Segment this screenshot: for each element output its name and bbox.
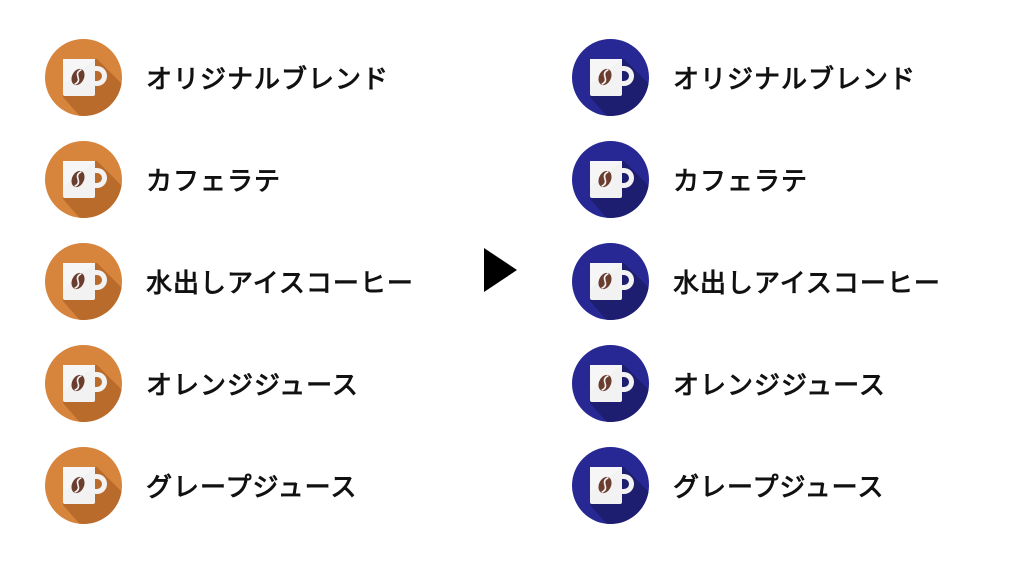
coffee-cup-icon <box>45 141 122 218</box>
before-menu-item: オリジナルブレンド <box>45 39 414 116</box>
menu-item-label: カフェラテ <box>673 167 809 197</box>
after-menu-item: 水出しアイスコーヒー <box>572 243 941 320</box>
coffee-cup-icon <box>572 345 649 422</box>
before-menu-item: オレンジジュース <box>45 345 414 422</box>
before-menu-item: 水出しアイスコーヒー <box>45 243 414 320</box>
menu-item-label: オリジナルブレンド <box>146 65 390 95</box>
coffee-cup-icon <box>45 243 122 320</box>
coffee-cup-icon <box>572 141 649 218</box>
coffee-cup-icon <box>572 39 649 116</box>
coffee-cup-icon <box>45 447 122 524</box>
before-menu-item: カフェラテ <box>45 141 414 218</box>
after-menu-item: オレンジジュース <box>572 345 941 422</box>
coffee-cup-icon <box>45 345 122 422</box>
menu-item-label: カフェラテ <box>146 167 282 197</box>
menu-item-label: 水出しアイスコーヒー <box>673 269 941 299</box>
menu-item-label: グレープジュース <box>673 473 885 503</box>
menu-item-label: オレンジジュース <box>673 371 886 401</box>
before-menu-item: グレープジュース <box>45 447 414 524</box>
menu-item-label: オリジナルブレンド <box>673 65 917 95</box>
menu-item-label: オレンジジュース <box>146 371 359 401</box>
coffee-cup-icon <box>572 243 649 320</box>
menu-item-label: 水出しアイスコーヒー <box>146 269 414 299</box>
after-menu-list: オリジナルブレンド カフェラテ 水出しアイスコーヒー オレンジジュース グレープ… <box>572 39 941 524</box>
menu-item-label: グレープジュース <box>146 473 358 503</box>
triangle-right-icon <box>484 248 517 292</box>
after-menu-item: オリジナルブレンド <box>572 39 941 116</box>
coffee-cup-icon <box>572 447 649 524</box>
after-menu-item: グレープジュース <box>572 447 941 524</box>
coffee-cup-icon <box>45 39 122 116</box>
before-menu-list: オリジナルブレンド カフェラテ 水出しアイスコーヒー オレンジジュース グレープ… <box>45 39 414 524</box>
after-menu-item: カフェラテ <box>572 141 941 218</box>
